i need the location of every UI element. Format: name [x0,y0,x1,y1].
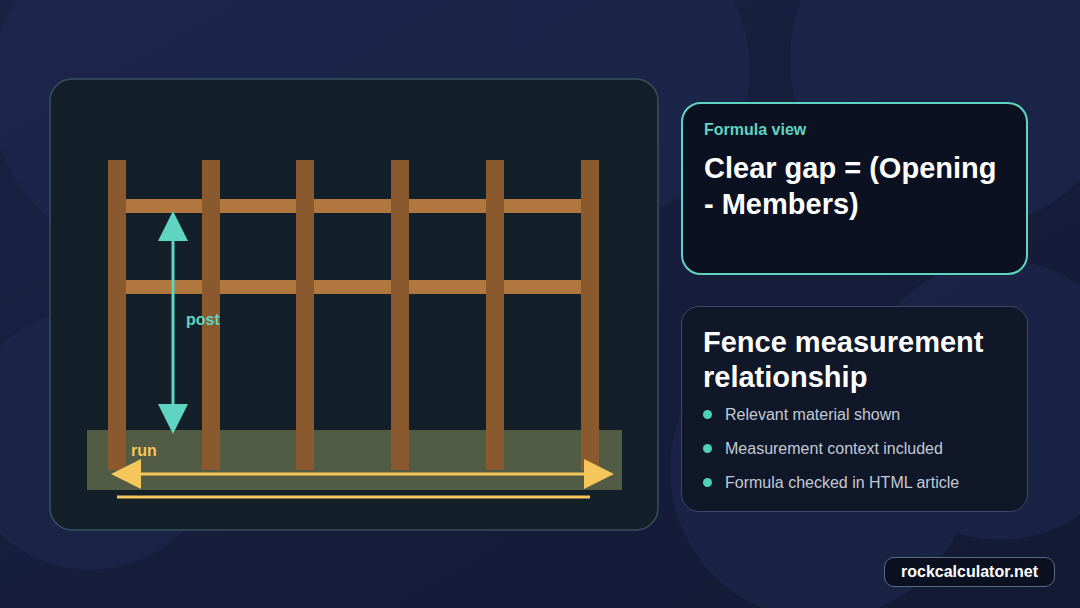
bullet-item: Relevant material shown [725,405,900,424]
run-dimension-label: run [131,442,157,460]
fence-rail [409,199,486,213]
post-dimension-label: post [186,311,220,329]
fence-rails [126,199,581,294]
bullet-item: Measurement context included [725,439,943,458]
fence-post [296,160,314,470]
fence-post [486,160,504,470]
relationship-card: Fence measurement relationshipRelevant m… [681,306,1028,512]
run-baseline [117,496,590,499]
fence-rail [126,280,202,294]
fence-post [391,160,409,470]
bullet-dot [703,444,712,453]
fence-post [108,160,126,470]
run-dimension-arrow [126,473,599,476]
fence-post [581,160,599,470]
fence-rail [126,199,202,213]
post-dimension-arrow [172,226,175,419]
card-heading: Fence measurement relationship [703,326,983,393]
bullet-item: Formula checked in HTML article [725,473,959,492]
illustration-panel [50,79,658,530]
bullet-dot [703,410,712,419]
fence-rail [504,199,581,213]
fence-rail [504,280,581,294]
fence-rail [409,280,486,294]
card-eyebrow: Formula view [704,121,806,138]
site-badge: rockcalculator.net [884,557,1055,587]
formula-card: Formula viewClear gap = (Opening - Membe… [681,102,1028,275]
fence-posts [108,160,599,470]
bullet-dot [703,478,712,487]
site-name: rockcalculator.net [901,563,1038,580]
fence-rail [220,280,296,294]
fence-rail [314,199,391,213]
formula-text: Clear gap = (Opening - Members) [704,152,996,219]
ground-band [87,430,622,490]
fence-rail [220,199,296,213]
fence-rail [314,280,391,294]
